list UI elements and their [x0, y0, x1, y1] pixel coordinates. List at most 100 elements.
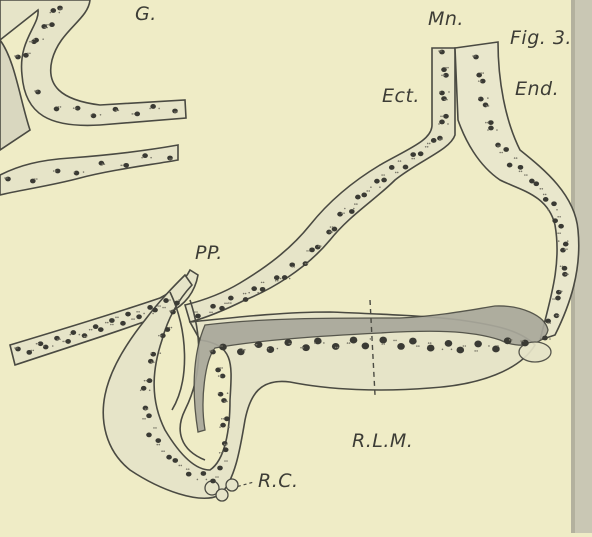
nucleus-dot — [15, 347, 21, 352]
stipple-dot — [368, 190, 370, 192]
nucleus-dot — [163, 298, 169, 303]
stipple-dot — [34, 90, 36, 92]
stipple-dot — [511, 339, 513, 341]
stipple-dot — [516, 157, 518, 159]
stipple-dot — [440, 50, 442, 52]
stipple-dot — [441, 138, 443, 140]
stipple-dot — [447, 67, 449, 69]
stipple-dot — [158, 335, 160, 337]
label-pp: PP. — [195, 242, 223, 264]
stipple-dot — [6, 177, 8, 179]
nucleus-dot — [274, 275, 280, 280]
stipple-dot — [486, 105, 488, 107]
nucleus-dot — [150, 104, 156, 109]
nucleus-dot — [556, 290, 562, 295]
stipple-dot — [131, 113, 133, 115]
stipple-dot — [341, 212, 343, 214]
stipple-dot — [353, 208, 355, 210]
stipple-dot — [520, 340, 522, 342]
nucleus-dot — [49, 22, 55, 27]
stipple-dot — [248, 292, 250, 294]
stipple-dot — [36, 178, 38, 180]
stipple-dot — [566, 248, 568, 250]
stipple-dot — [438, 50, 440, 52]
stipple-dot — [176, 111, 178, 113]
nucleus-dot — [503, 147, 509, 152]
nucleus-dot — [309, 247, 315, 252]
nucleus-dot — [195, 314, 201, 319]
nucleus-dot — [332, 343, 340, 350]
nucleus-dot — [50, 8, 56, 13]
nucleus-dot — [543, 197, 549, 202]
stipple-dot — [558, 315, 560, 317]
nucleus-dot — [260, 287, 266, 292]
stipple-dot — [439, 138, 441, 140]
stipple-dot — [370, 338, 372, 340]
nucleus-dot — [147, 305, 153, 310]
stipple-dot — [144, 418, 146, 420]
nucleus-dot — [54, 336, 60, 341]
stipple-dot — [366, 190, 368, 192]
stipple-dot — [30, 350, 32, 352]
stipple-dot — [519, 171, 521, 173]
nucleus-dot — [93, 324, 99, 329]
stipple-dot — [221, 367, 223, 369]
stipple-dot — [562, 265, 564, 267]
stipple-dot — [157, 305, 159, 307]
stipple-dot — [38, 343, 40, 345]
stipple-dot — [221, 418, 223, 420]
nucleus-dot — [65, 339, 71, 344]
stipple-dot — [444, 99, 446, 101]
stipple-dot — [257, 292, 259, 294]
stipple-dot — [136, 311, 138, 313]
stipple-dot — [46, 27, 48, 29]
stipple-dot — [439, 91, 441, 93]
stipple-dot — [476, 350, 478, 352]
stipple-dot — [159, 305, 161, 307]
stipple-dot — [543, 194, 545, 196]
stipple-dot — [36, 90, 38, 92]
stipple-dot — [48, 24, 50, 26]
stipple-dot — [462, 345, 464, 347]
stipple-dot — [277, 280, 279, 282]
nucleus-dot — [445, 340, 453, 347]
stipple-dot — [58, 106, 60, 108]
stipple-dot — [425, 146, 427, 148]
stipple-dot — [29, 52, 31, 54]
stipple-dot — [343, 212, 345, 214]
stipple-dot — [416, 345, 418, 347]
stipple-dot — [122, 165, 124, 167]
stipple-dot — [560, 265, 562, 267]
stipple-dot — [34, 178, 36, 180]
nucleus-dot — [219, 306, 225, 311]
stipple-dot — [174, 111, 176, 113]
stipple-dot — [44, 27, 46, 29]
stipple-dot — [305, 263, 307, 265]
stipple-dot — [86, 336, 88, 338]
stipple-dot — [488, 105, 490, 107]
stipple-dot — [482, 72, 484, 74]
stipple-dot — [143, 313, 145, 315]
stipple-dot — [381, 343, 383, 345]
stipple-dot — [349, 342, 351, 344]
stipple-dot — [331, 231, 333, 233]
stipple-dot — [549, 338, 551, 340]
stipple-dot — [217, 476, 219, 478]
stipple-dot — [84, 336, 86, 338]
stipple-dot — [46, 24, 48, 26]
nucleus-dot — [326, 230, 332, 235]
stipple-dot — [356, 203, 358, 205]
nucleus-dot — [474, 341, 482, 348]
stipple-dot — [149, 390, 151, 392]
nucleus-dot — [552, 218, 558, 223]
stipple-dot — [541, 188, 543, 190]
stipple-dot — [64, 341, 66, 343]
stipple-dot — [211, 350, 213, 352]
stipple-dot — [488, 345, 490, 347]
stipple-dot — [381, 174, 383, 176]
stipple-dot — [290, 343, 292, 345]
stipple-dot — [75, 107, 77, 109]
stipple-dot — [564, 248, 566, 250]
stipple-dot — [335, 347, 337, 349]
nucleus-dot — [147, 378, 153, 383]
